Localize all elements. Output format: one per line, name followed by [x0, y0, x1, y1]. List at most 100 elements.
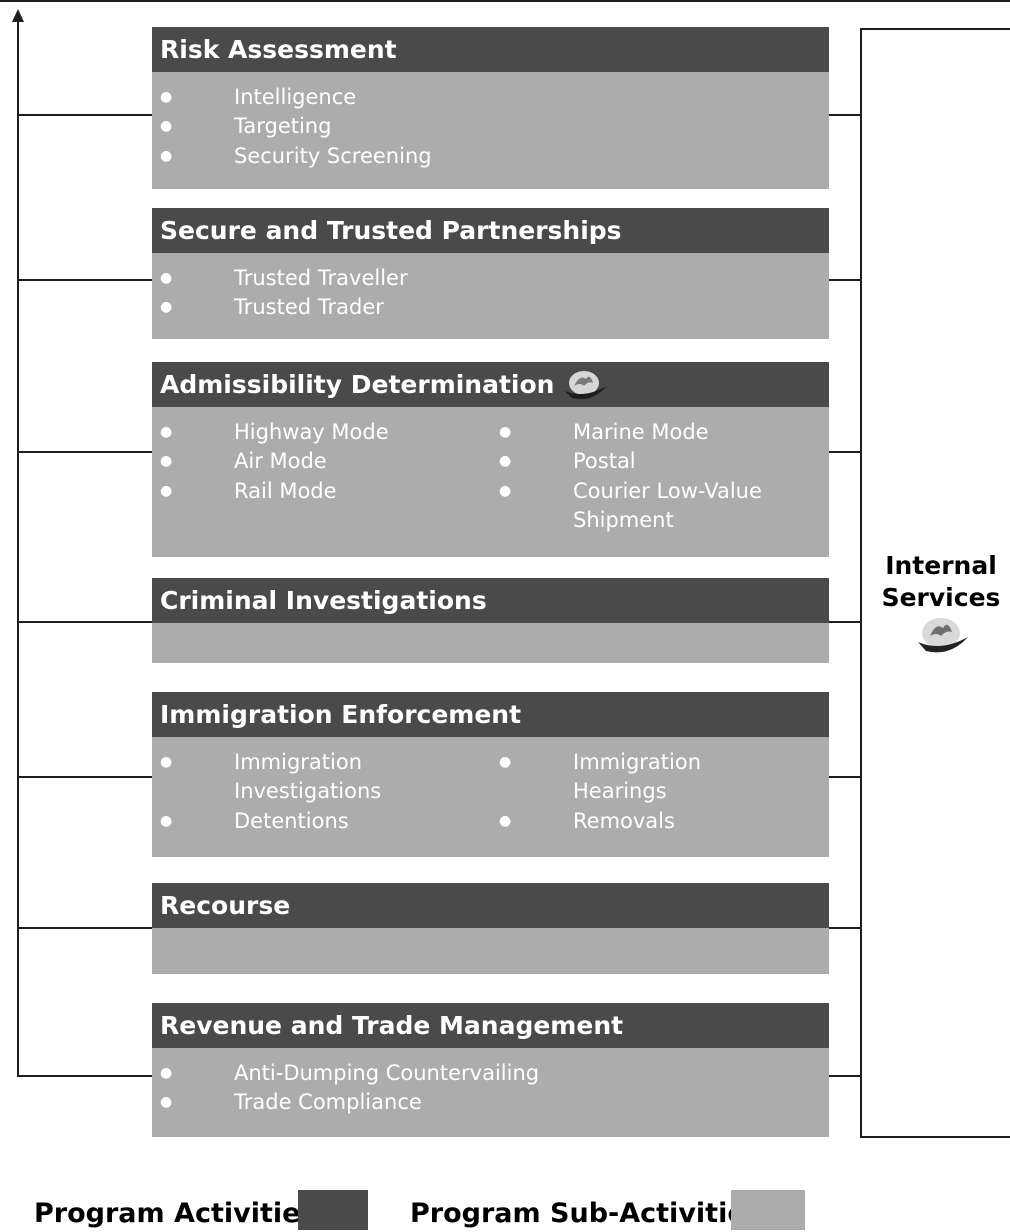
legend-activities-swatch [298, 1190, 368, 1230]
right-connector-line [829, 1075, 861, 1077]
program-activity-title: Revenue and Trade Management [160, 1011, 624, 1040]
sub-activity-item: ● Trusted Traveller [152, 264, 752, 293]
sub-activity-column: ●Marine Mode●Postal●Courier Low-Value Sh… [491, 418, 781, 535]
right-connector-line [829, 776, 861, 778]
sub-activity-column: ● Immigration Hearings ● Removals [491, 748, 781, 836]
bullet-icon: ● [160, 118, 173, 135]
sub-activity-label: Marine Mode [573, 420, 709, 444]
sub-activity-item: ● Security Screening [152, 142, 752, 171]
program-activity-header: Recourse [152, 883, 829, 928]
left-connector-line [17, 927, 152, 929]
bullet-icon: ● [160, 754, 173, 770]
program-sub-activities [152, 623, 829, 663]
bullet-icon: ● [499, 812, 512, 829]
internal-services-label: Internal Services [876, 550, 1006, 614]
sub-activity-item: ● Immigration Hearings [491, 748, 781, 807]
sub-activity-label: Immigration Hearings [573, 750, 701, 804]
program-activity-block: Criminal Investigations [152, 578, 829, 663]
program-activity-title: Immigration Enforcement [160, 700, 522, 729]
sub-activity-column: ● Immigration Investigations ● Detentions [152, 748, 472, 836]
sub-activity-label: Rail Mode [234, 478, 337, 503]
sub-activity-label: Trusted Traveller [234, 266, 408, 290]
sub-activity-item: ● Courier Low-Value Shipment [491, 477, 781, 536]
bullet-icon: ● [160, 812, 173, 829]
bullet-icon: ● [499, 754, 512, 770]
right-connector-line [829, 451, 861, 453]
sub-activity-column: ●Highway Mode●Air Mode●Rail Mode [152, 418, 472, 506]
legend-sub-activities-swatch [731, 1190, 805, 1230]
sub-activity-label: Detentions [234, 808, 349, 833]
sub-activity-item: ●Postal [491, 447, 781, 476]
program-sub-activities: ● Trusted Traveller ● Trusted Trader [152, 253, 829, 339]
program-activity-header: Criminal Investigations [152, 578, 829, 623]
program-activity-block: Immigration Enforcement ● Immigration Inve… [152, 692, 829, 857]
program-activity-block: Risk Assessment●Intelligence●Targeting●S… [152, 27, 829, 189]
sub-activity-label: Security Screening [234, 143, 432, 168]
left-connector-line [17, 451, 152, 453]
program-activity-header: Secure and Trusted Partnerships [152, 208, 829, 253]
right-connector-line [829, 927, 861, 929]
left-connector-line [17, 776, 152, 778]
sub-activity-item: ●Targeting [152, 112, 752, 141]
right-connector-line [829, 621, 861, 623]
bullet-icon: ● [160, 147, 173, 164]
bullet-icon: ● [160, 270, 173, 286]
program-activity-block: Admissibility Determination ●Highway Mode… [152, 362, 829, 557]
program-sub-activities [152, 928, 829, 974]
program-activity-title: Risk Assessment [160, 35, 397, 64]
sub-activity-item: ● Marine Mode [491, 418, 781, 447]
bullet-icon: ● [160, 482, 173, 499]
program-activity-block: Recourse [152, 883, 829, 974]
left-vertical-line [17, 16, 19, 1076]
program-activity-title: Secure and Trusted Partnerships [160, 216, 622, 245]
sub-activity-item: ● Trusted Trader [152, 293, 752, 322]
program-activity-title: Admissibility Determination [160, 370, 555, 399]
sub-activity-item: ● Rail Mode [152, 477, 472, 506]
sub-activity-column: ● Trusted Traveller ● Trusted Trader [152, 264, 752, 323]
left-connector-line [17, 621, 152, 623]
program-activity-header: Risk Assessment [152, 27, 829, 72]
sub-activity-item: ● Intelligence [152, 83, 752, 112]
left-connector-line [17, 1075, 152, 1077]
program-sub-activities: ●Intelligence●Targeting●Security Screeni… [152, 72, 829, 189]
program-activity-header: Revenue and Trade Management [152, 1003, 829, 1048]
sub-activity-item: ●Air Mode [152, 447, 472, 476]
sub-activity-label: Immigration Investigations [234, 750, 382, 804]
bullet-icon: ● [160, 1065, 173, 1081]
sub-activity-label: Trusted Trader [234, 295, 384, 320]
sub-activity-item: ● Removals [491, 807, 781, 836]
sub-activity-column: ●Intelligence●Targeting●Security Screeni… [152, 83, 752, 171]
sub-activity-label: Intelligence [234, 85, 357, 109]
sub-activity-item: ●Highway Mode [152, 418, 472, 447]
top-border-line [0, 0, 1010, 2]
leaf-emblem-icon [564, 367, 608, 403]
bullet-icon: ● [499, 424, 512, 440]
bullet-icon: ● [160, 299, 173, 316]
arrow-up-icon [12, 9, 24, 22]
bullet-icon: ● [499, 453, 512, 470]
bullet-icon: ● [160, 424, 173, 440]
bullet-icon: ● [499, 482, 512, 499]
leaf-emblem-icon [918, 618, 968, 653]
legend-sub-activities-label: Program Sub-Activities [410, 1198, 762, 1229]
right-connector-line [829, 279, 861, 281]
left-connector-line [17, 279, 152, 281]
sub-activity-item: ●Anti-Dumping Countervailing [152, 1059, 752, 1088]
internal-services-box [860, 28, 1010, 1138]
sub-activity-label: Removals [573, 808, 675, 833]
bullet-icon: ● [160, 89, 173, 105]
program-activity-header: Immigration Enforcement [152, 692, 829, 737]
program-sub-activities: ●Anti-Dumping Countervailing●Trade Compl… [152, 1048, 829, 1137]
bullet-icon: ● [160, 1094, 173, 1111]
sub-activity-label: Courier Low-Value Shipment [573, 478, 762, 532]
internal-services-line1: Internal [885, 551, 997, 580]
sub-activity-column: ●Anti-Dumping Countervailing●Trade Compl… [152, 1059, 752, 1118]
sub-activity-item: ● Detentions [152, 807, 472, 836]
program-activity-title: Recourse [160, 891, 291, 920]
bullet-icon: ● [160, 453, 173, 470]
program-activity-header: Admissibility Determination [152, 362, 829, 407]
left-connector-line [17, 114, 152, 116]
sub-activity-label: Trade Compliance [234, 1090, 422, 1115]
sub-activity-item: ● Trade Compliance [152, 1088, 752, 1117]
program-activity-block: Secure and Trusted Partnerships ● Trusted … [152, 208, 829, 339]
